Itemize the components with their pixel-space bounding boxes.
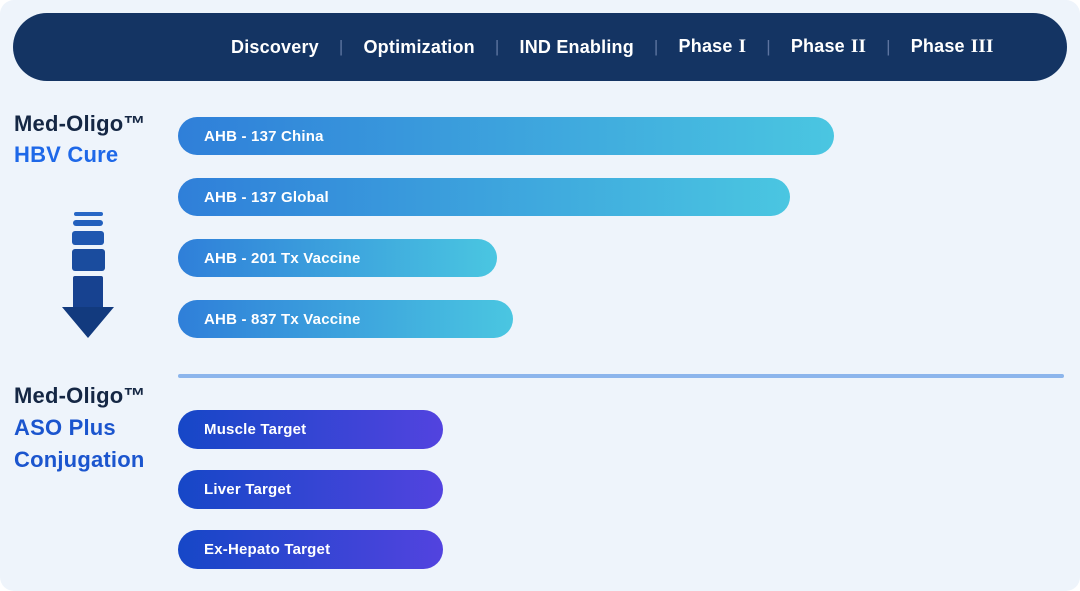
group-subtitle: HBV Cure: [14, 142, 119, 167]
group-subtitle-line2: Conjugation: [14, 447, 145, 472]
arrow-segment: [73, 212, 103, 216]
bar-label: AHB - 837 Tx Vaccine: [204, 310, 361, 328]
phase-label: Optimization: [363, 36, 475, 57]
bar-label: AHB - 201 Tx Vaccine: [204, 249, 361, 267]
phase-label: IND Enabling: [519, 36, 634, 57]
phase-optimization: Optimization: [363, 37, 474, 58]
phase-3: Phase III: [911, 36, 994, 58]
group-subtitle-line1: ASO Plus: [14, 415, 116, 440]
pipeline-bar-ahb-137-china: AHB - 137 China: [178, 117, 834, 155]
down-arrow-icon: [62, 212, 114, 338]
phase-separator: |: [886, 37, 891, 56]
phase-discovery: Discovery: [231, 37, 319, 58]
arrow-head: [62, 307, 114, 338]
phase-ind-enabling: IND Enabling: [520, 37, 634, 58]
phase-numeral: I: [738, 36, 747, 57]
bar-label: AHB - 137 Global: [204, 188, 329, 206]
phase-separator: |: [653, 37, 659, 56]
group-title-hbv-cure: Med-Oligo™ HBV Cure: [14, 108, 146, 170]
pipeline-bar-ex-hepato-target: Ex-Hepato Target: [178, 530, 443, 569]
phase-header: Discovery | Optimization | IND Enabling …: [13, 13, 1067, 81]
pipeline-bar-ahb-837-tx-vaccine: AHB - 837 Tx Vaccine: [178, 300, 513, 338]
phase-1: Phase I: [679, 36, 747, 58]
phase-separator: |: [494, 37, 500, 56]
bar-label: Ex-Hepato Target: [204, 541, 331, 558]
arrow-body: [73, 276, 103, 307]
pipeline-bar-ahb-137-global: AHB - 137 Global: [178, 178, 790, 216]
phase-label: Phase: [790, 36, 845, 56]
bar-label: Liver Target: [204, 481, 292, 498]
arrow-segment: [71, 249, 105, 271]
group-title-aso-plus-conjugation: Med-Oligo™ ASO Plus Conjugation: [14, 380, 146, 476]
bar-label: Muscle Target: [204, 421, 307, 438]
phase-numeral: III: [970, 36, 994, 57]
bar-label: AHB - 137 China: [204, 127, 324, 145]
section-divider: [178, 374, 1064, 378]
phase-separator: |: [766, 37, 771, 56]
brand-name: Med-Oligo™: [14, 111, 146, 136]
phase-numeral: II: [850, 36, 867, 57]
pipeline-bar-muscle-target: Muscle Target: [178, 410, 443, 449]
arrow-segment: [73, 220, 103, 226]
phase-label: Phase: [678, 36, 733, 56]
brand-name: Med-Oligo™: [14, 383, 146, 408]
phase-label: Discovery: [231, 36, 319, 57]
arrow-segment: [72, 231, 104, 245]
phase-2: Phase II: [791, 36, 866, 58]
phase-separator: |: [338, 37, 344, 56]
phase-label: Phase: [910, 36, 965, 56]
pipeline-bar-ahb-201-tx-vaccine: AHB - 201 Tx Vaccine: [178, 239, 497, 277]
pipeline-bar-liver-target: Liver Target: [178, 470, 443, 509]
